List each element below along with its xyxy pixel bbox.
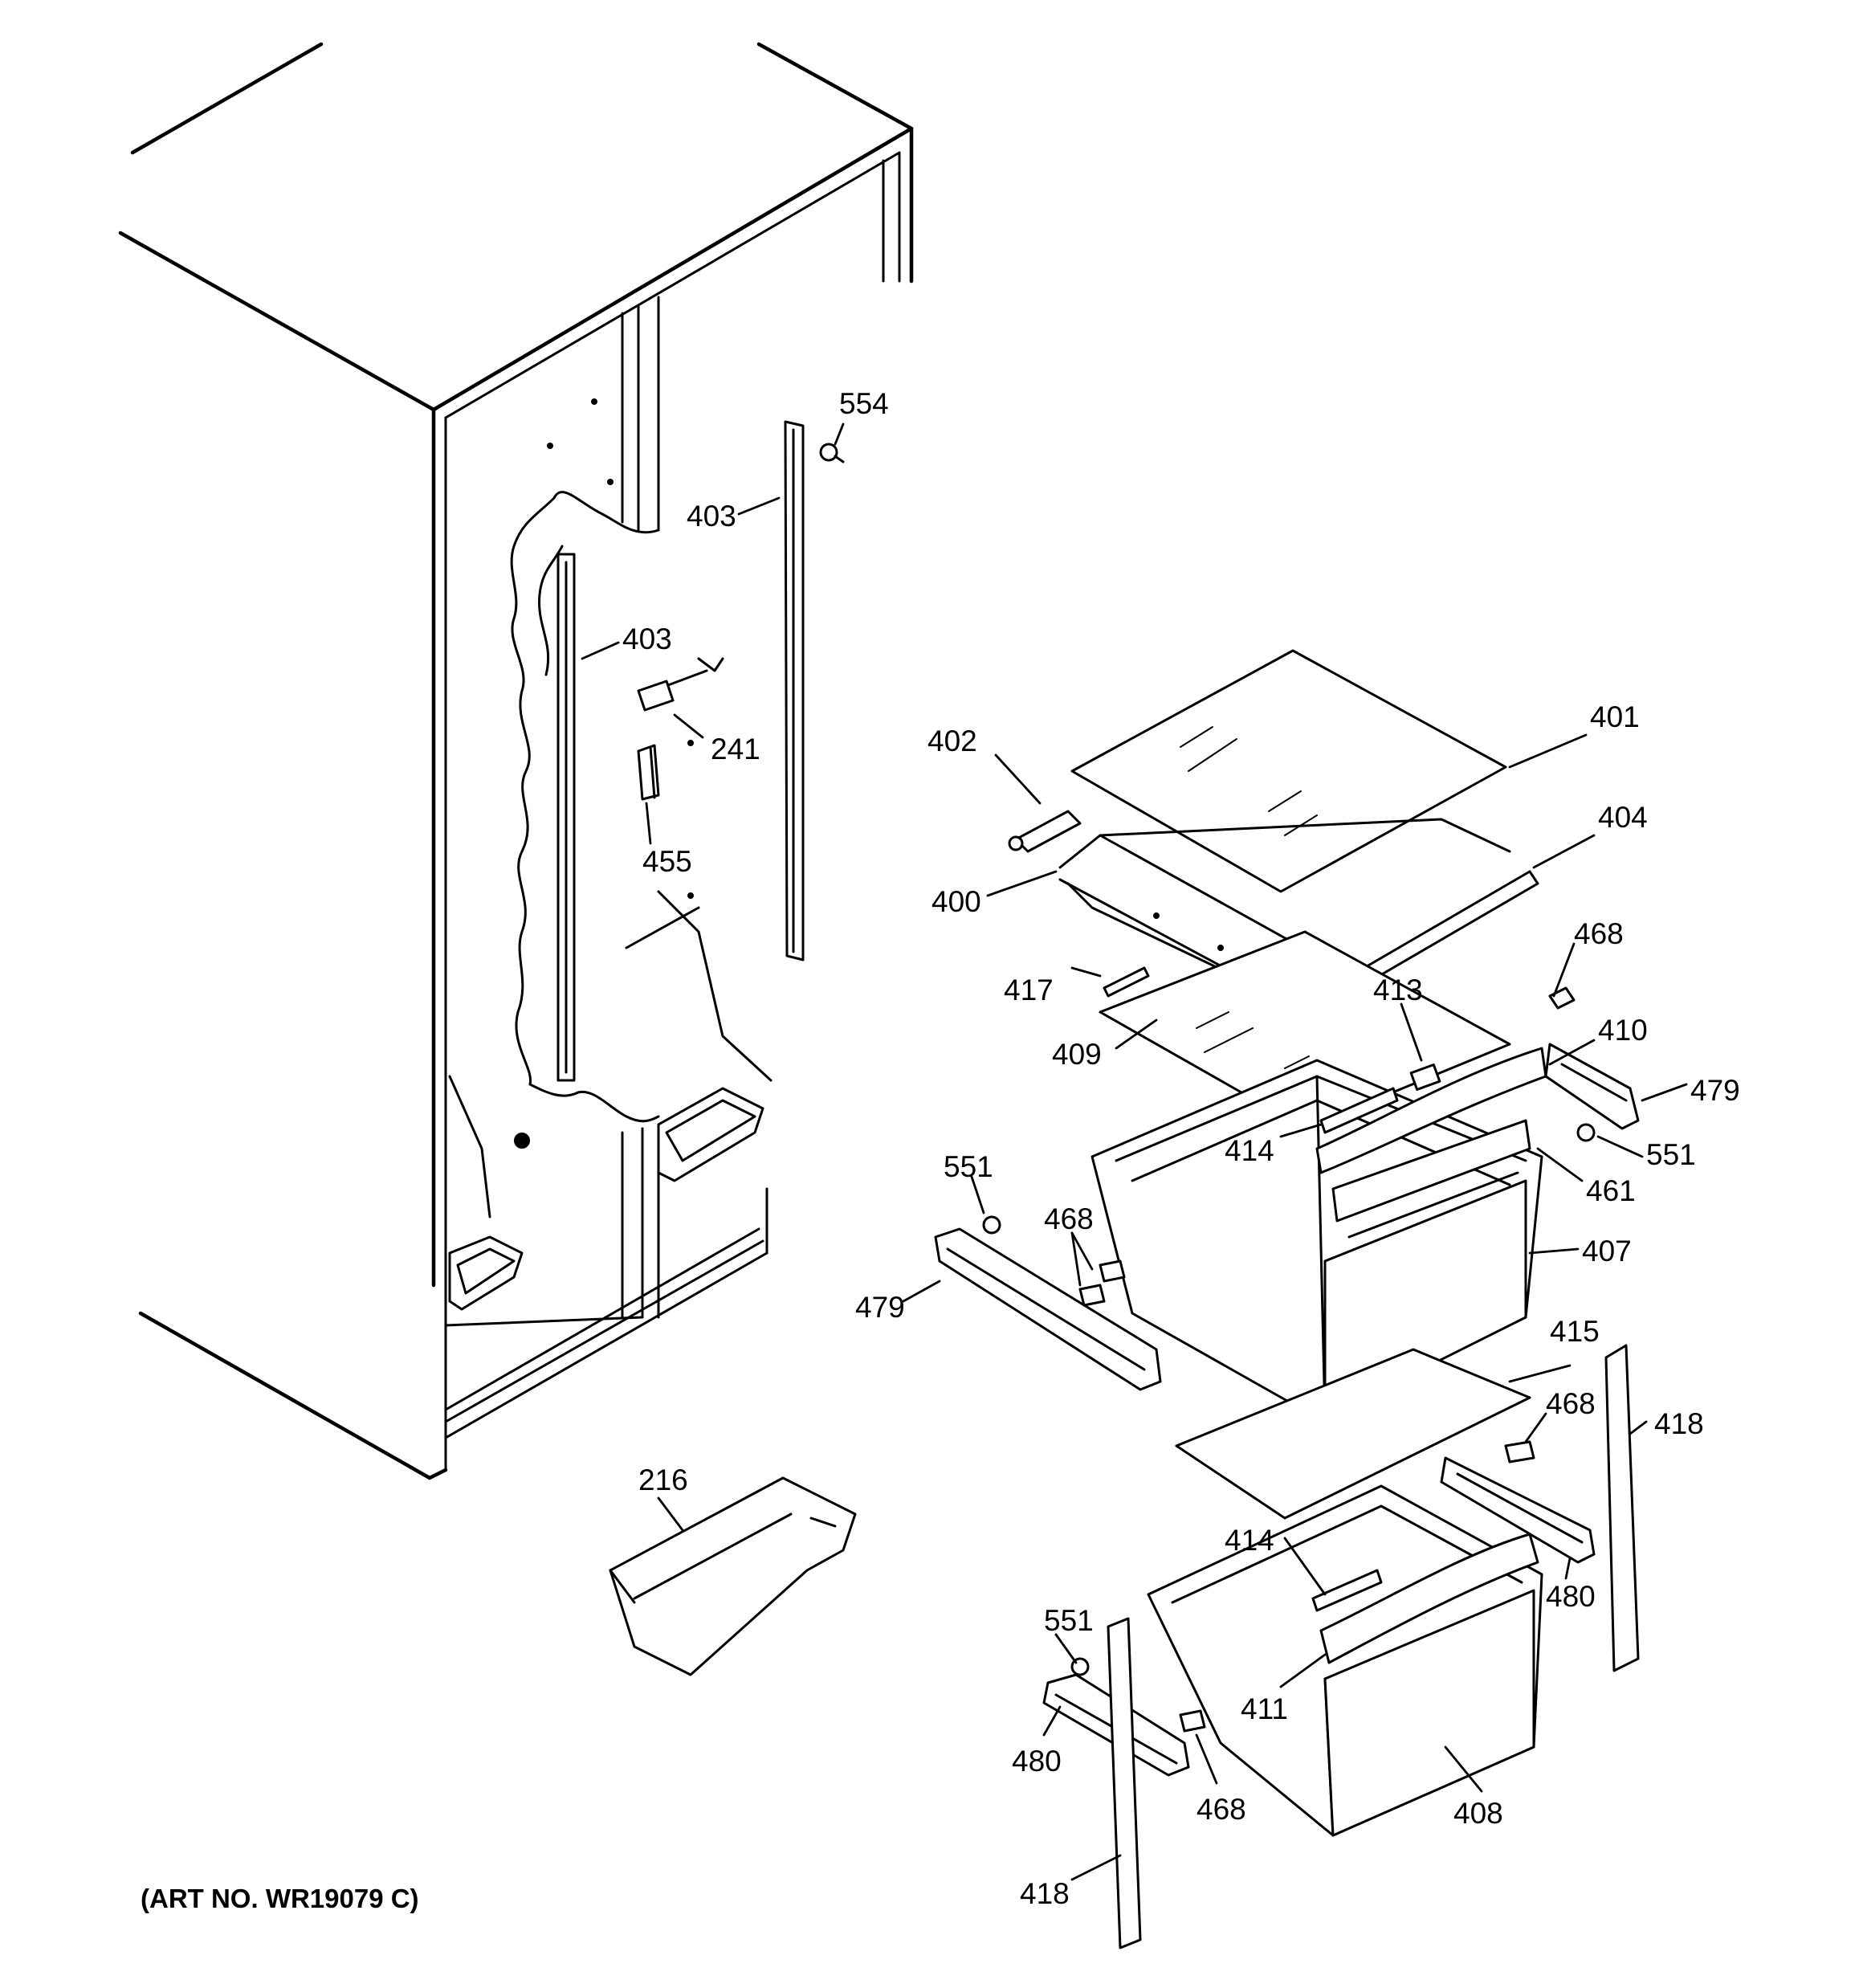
callout-554: 554 (839, 387, 889, 420)
callout-551b: 551 (944, 1150, 993, 1183)
callout-407: 407 (1582, 1235, 1632, 1268)
callout-414b: 414 (1225, 1524, 1274, 1557)
callout-414a: 414 (1225, 1134, 1274, 1167)
stop-468-right-lower (1504, 1440, 1535, 1463)
callout-468c: 468 (1546, 1387, 1596, 1420)
callout-418a: 418 (1654, 1407, 1704, 1440)
callout-468d: 468 (1196, 1793, 1246, 1826)
callout-479a: 479 (1690, 1074, 1740, 1107)
bin-216 (609, 1476, 857, 1676)
callout-480b: 480 (1012, 1745, 1062, 1778)
callout-403a: 403 (687, 500, 736, 533)
callout-409: 409 (1052, 1038, 1102, 1071)
callout-labels: 554 403 403 241 455 402 401 404 400 468 … (622, 387, 1740, 1910)
callout-551a: 551 (1646, 1138, 1696, 1171)
callout-408: 408 (1453, 1797, 1503, 1830)
art-number-caption: (ART NO. WR19079 C) (141, 1884, 419, 1913)
callout-461: 461 (1586, 1174, 1636, 1207)
leader-lines (581, 423, 1688, 1881)
callout-400: 400 (932, 885, 981, 918)
callout-417: 417 (1004, 974, 1054, 1006)
shelf-end-cap-402 (1008, 810, 1082, 853)
slide-rail-479-left (934, 1227, 1162, 1391)
callout-455: 455 (642, 845, 692, 878)
slider-414-lower (1311, 1569, 1383, 1612)
callout-216: 216 (638, 1463, 688, 1496)
side-cover-418-right (1604, 1344, 1640, 1672)
handle-411 (1319, 1533, 1539, 1664)
trim-417 (1103, 966, 1150, 998)
shelf-rail-upper (784, 420, 805, 961)
callout-468a: 468 (1574, 917, 1624, 950)
drawer-407 (1090, 1059, 1543, 1419)
callout-415: 415 (1550, 1315, 1600, 1348)
callout-480a: 480 (1546, 1580, 1596, 1613)
callout-413: 413 (1373, 974, 1423, 1006)
slider-414-upper (1319, 1087, 1399, 1134)
callout-411: 411 (1241, 1692, 1288, 1725)
callout-401: 401 (1590, 700, 1640, 733)
stop-468-lower (1179, 1709, 1206, 1733)
callout-479b: 479 (855, 1291, 905, 1324)
callout-418b: 418 (1020, 1877, 1070, 1910)
screw-551-right (1576, 1123, 1596, 1142)
callout-403b: 403 (622, 623, 672, 655)
cover-461 (1331, 1119, 1531, 1239)
divider-415 (1175, 1348, 1531, 1520)
callout-404: 404 (1598, 801, 1648, 834)
control-413 (1409, 1063, 1441, 1091)
callout-410: 410 (1598, 1014, 1648, 1047)
stops-468-left (1078, 1259, 1126, 1307)
callout-468b: 468 (1044, 1202, 1094, 1235)
glass-409 (1099, 930, 1511, 1130)
callout-551c: 551 (1044, 1604, 1094, 1637)
callout-241: 241 (711, 733, 760, 765)
refrigerator-cabinet (118, 42, 914, 1480)
callout-402: 402 (927, 725, 977, 757)
slide-rail-480-right (1440, 1456, 1596, 1564)
drawer-408 (1147, 1484, 1543, 1837)
slide-rail-479-right (1544, 986, 1640, 1130)
side-cover-418-left (1107, 1617, 1142, 1949)
screw-551-left (982, 1215, 1001, 1235)
screw-554 (819, 443, 845, 463)
